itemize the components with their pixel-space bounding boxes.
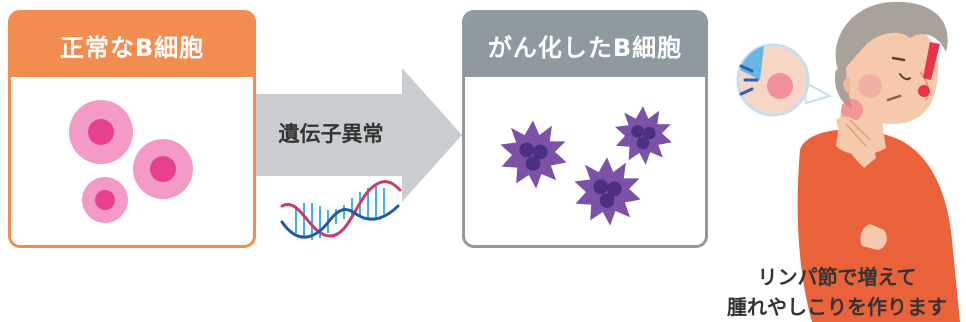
- arrow-label: 遺伝子異常: [278, 122, 384, 146]
- caption-line-1: リンパ節で増えて: [757, 265, 917, 289]
- alert-icon: [918, 42, 940, 97]
- normal-cell-1: [69, 100, 133, 164]
- normal-cells-illustration: [69, 100, 193, 223]
- caption-line-2: 腫れやしこりを作ります: [727, 295, 947, 319]
- normal-b-cell-title: 正常なB細胞: [11, 13, 253, 77]
- normal-cell-3: [82, 177, 128, 223]
- swollen-node-bubble-icon: [736, 43, 833, 117]
- cancer-b-cell-title: がん化したB細胞: [465, 13, 705, 77]
- normal-b-cell-panel: 正常なB細胞: [8, 10, 256, 248]
- cancer-b-cell-panel: がん化したB細胞: [462, 10, 708, 248]
- normal-cell-2: [133, 139, 193, 199]
